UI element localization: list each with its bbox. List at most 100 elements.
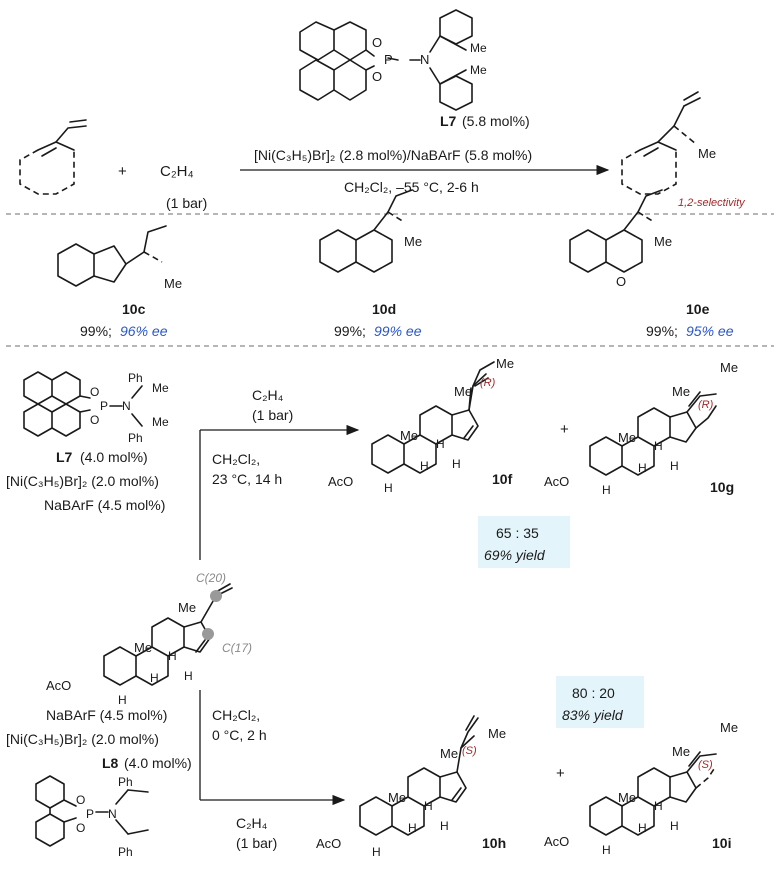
product-10e-oxygen: O bbox=[616, 274, 626, 289]
product-10f-methyl-c10: Me bbox=[400, 428, 418, 443]
lower-branch: NaBArF (4.5 mol%) [Ni(C₃H₅)Br]₂ (2.0 mol… bbox=[6, 676, 738, 859]
product-10h-structure bbox=[359, 715, 479, 836]
product-10d-ee: 99% ee bbox=[374, 323, 422, 339]
plus-sign: + bbox=[118, 163, 127, 180]
product-10c-ee: 96% ee bbox=[120, 323, 168, 339]
ethylene-pressure: (1 bar) bbox=[166, 195, 207, 211]
product-10f-h5: H bbox=[384, 481, 393, 495]
product-10h-h5: H bbox=[372, 845, 381, 859]
product-10g-h14: H bbox=[670, 459, 679, 473]
upper-reagent: C₂H₄ bbox=[252, 387, 284, 403]
l8-phosphorus: P bbox=[86, 807, 94, 821]
lower-ni-line: [Ni(C₃H₅)Br]₂ (2.0 mol%) bbox=[6, 731, 159, 747]
lower-barf-line: NaBArF (4.5 mol%) bbox=[46, 707, 167, 723]
top-product-methyl: Me bbox=[698, 146, 716, 161]
conditions-line: CH₂Cl₂, –55 °C, 2-6 h bbox=[344, 179, 479, 195]
l7-methyl-2: Me bbox=[470, 63, 487, 77]
l7s-phenyl-1: Ph bbox=[128, 371, 143, 385]
steroid-substrate: C(20) C(17) Me Me AcO H H H H bbox=[46, 571, 252, 707]
product-10h-aco: AcO bbox=[316, 836, 341, 851]
l8-phenyl-1: Ph bbox=[118, 775, 133, 789]
product-10g-methyl-side: Me bbox=[720, 360, 738, 375]
upper-pressure: (1 bar) bbox=[252, 407, 293, 423]
products-row: Me 10c 99%; 96% ee Me 10d 99%; 99% ee O … bbox=[57, 189, 734, 339]
product-10g-aco: AcO bbox=[544, 474, 569, 489]
product-10e-ee: 95% ee bbox=[686, 323, 734, 339]
catalyst-line: [Ni(C₃H₅)Br]₂ (2.8 mol%)/NaBArF (5.8 mol… bbox=[254, 147, 532, 163]
l8-oxygen-2: O bbox=[76, 821, 85, 835]
c20-label: C(20) bbox=[196, 571, 226, 585]
product-10d-yield: 99%; bbox=[334, 323, 366, 339]
substrate-h14: H bbox=[184, 669, 193, 683]
product-10e-label: 10e bbox=[686, 301, 710, 317]
upper-branch: O P O N Ph Me Ph Me L7 (4.0 mol%) [Ni(C₃… bbox=[6, 356, 738, 568]
product-10f-config: (R) bbox=[480, 377, 496, 389]
lower-ligand-label: L8 bbox=[102, 755, 119, 771]
substrate-h9: H bbox=[150, 671, 159, 685]
c20-marker bbox=[210, 590, 222, 602]
product-10g-structure bbox=[589, 391, 717, 476]
l7s-nitrogen: N bbox=[122, 399, 131, 413]
product-10f-h8: H bbox=[436, 437, 445, 451]
l7-nitrogen: N bbox=[420, 52, 429, 67]
product-10d-label: 10d bbox=[372, 301, 396, 317]
substrate-h5: H bbox=[118, 693, 127, 707]
upper-solvent: CH₂Cl₂, bbox=[212, 451, 260, 467]
product-10h-methyl-c13: Me bbox=[440, 746, 458, 761]
upper-yield: 69% yield bbox=[484, 547, 546, 563]
product-10g-config: (R) bbox=[698, 399, 714, 411]
product-10h-config: (S) bbox=[462, 745, 477, 757]
lower-yield: 83% yield bbox=[562, 707, 624, 723]
lower-pressure: (1 bar) bbox=[236, 835, 277, 851]
product-10i-h9: H bbox=[638, 821, 647, 835]
l7s-phosphorus: P bbox=[100, 399, 108, 413]
l8-oxygen-1: O bbox=[76, 793, 85, 807]
product-10i-h14: H bbox=[670, 819, 679, 833]
product-10f-h9: H bbox=[420, 459, 429, 473]
product-10i-label: 10i bbox=[712, 835, 731, 851]
product-10g-h8: H bbox=[654, 439, 663, 453]
l7s-phenyl-2: Ph bbox=[128, 431, 143, 445]
product-10i-aco: AcO bbox=[544, 834, 569, 849]
upper-ratio: 65 : 35 bbox=[496, 525, 539, 541]
ligand-l7-structure bbox=[299, 9, 473, 111]
product-10f-structure bbox=[371, 361, 495, 474]
ligand-l7-loading: (5.8 mol%) bbox=[462, 113, 530, 129]
product-10e-yield: 99%; bbox=[646, 323, 678, 339]
product-10f-label: 10f bbox=[492, 471, 513, 487]
substrate-methyl-c10: Me bbox=[134, 640, 152, 655]
l8-phenyl-2: Ph bbox=[118, 845, 133, 859]
l7s-methyl-1: Me bbox=[152, 381, 169, 395]
lower-reagent: C₂H₄ bbox=[236, 815, 268, 831]
substrate-methyl-c13: Me bbox=[178, 600, 196, 615]
top-substrate bbox=[19, 119, 87, 195]
product-10h-methyl-c10: Me bbox=[388, 790, 406, 805]
substrate-h8: H bbox=[168, 649, 177, 663]
l7-oxygen-1: O bbox=[372, 35, 382, 50]
lower-ligand-loading: (4.0 mol%) bbox=[124, 755, 192, 771]
product-10h-h9: H bbox=[408, 821, 417, 835]
ligand-l7-small-structure bbox=[23, 371, 143, 437]
ethylene-reagent: C₂H₄ bbox=[160, 163, 194, 180]
lower-solvent: CH₂Cl₂, bbox=[212, 707, 260, 723]
upper-temp-time: 23 °C, 14 h bbox=[212, 471, 282, 487]
product-10i-h8: H bbox=[654, 799, 663, 813]
l7-oxygen-2: O bbox=[372, 69, 382, 84]
lower-ratio-box bbox=[556, 676, 644, 728]
product-10i-structure bbox=[589, 751, 717, 836]
product-10f-aco: AcO bbox=[328, 474, 353, 489]
product-10f-methyl-side: Me bbox=[496, 356, 514, 371]
l8-nitrogen: N bbox=[108, 807, 117, 821]
product-10c-label: 10c bbox=[122, 301, 146, 317]
product-10h-label: 10h bbox=[482, 835, 506, 851]
ligand-l8-structure bbox=[35, 775, 149, 847]
c17-marker bbox=[202, 628, 214, 640]
product-10h-h8: H bbox=[424, 799, 433, 813]
upper-ligand-label: L7 bbox=[56, 449, 73, 465]
ligand-l7-label: L7 bbox=[440, 113, 457, 129]
product-10e-structure bbox=[569, 189, 663, 273]
l7-phosphorus: P bbox=[384, 52, 393, 67]
lower-ratio: 80 : 20 bbox=[572, 685, 615, 701]
product-10f-h14: H bbox=[452, 457, 461, 471]
